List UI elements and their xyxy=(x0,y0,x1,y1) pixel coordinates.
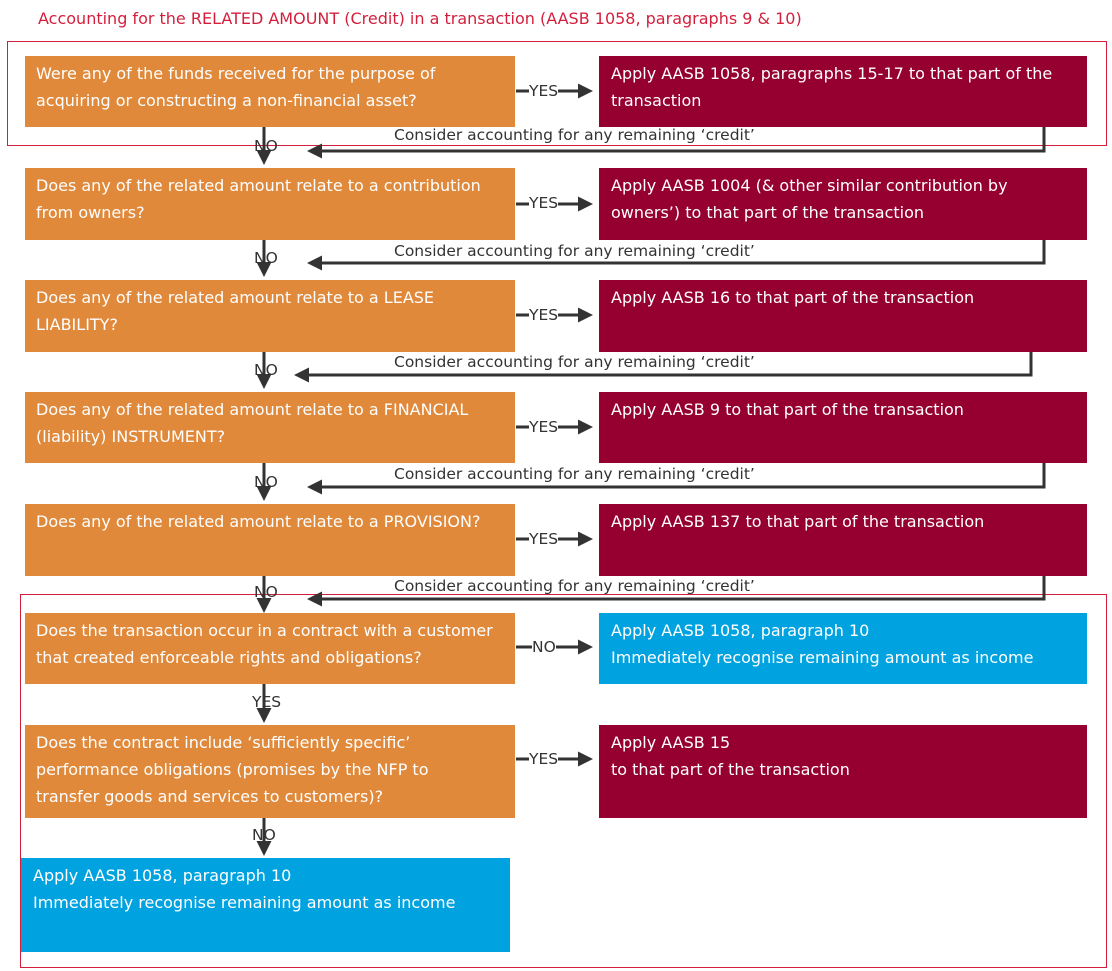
outcome-text: Apply AASB 15 to that part of the transa… xyxy=(611,733,850,779)
final-box-aasb1058-para10: Apply AASB 1058, paragraph 10 Immediatel… xyxy=(21,858,510,952)
question-text: Does any of the related amount relate to… xyxy=(36,512,481,531)
question-text: Does any of the related amount relate to… xyxy=(36,400,469,446)
no-label: NO xyxy=(254,473,278,491)
top-frame xyxy=(7,41,1107,146)
question-text: Does the transaction occur in a contract… xyxy=(36,621,493,667)
outcome-text: Apply AASB 16 to that part of the transa… xyxy=(611,288,975,307)
outcome-box-aasb1058-para10: Apply AASB 1058, paragraph 10 Immediatel… xyxy=(599,613,1087,684)
question-box-performance-obligations: Does the contract include ‘sufficiently … xyxy=(25,725,515,818)
question-box-contribution-owners: Does any of the related amount relate to… xyxy=(25,168,515,240)
outcome-box-aasb1058-15-17: Apply AASB 1058, paragraphs 15-17 to tha… xyxy=(599,56,1087,127)
outcome-box-aasb16: Apply AASB 16 to that part of the transa… xyxy=(599,280,1087,352)
yes-label: YES xyxy=(252,693,282,711)
no-label: NO xyxy=(532,638,556,656)
no-label: NO xyxy=(254,361,278,379)
outcome-box-aasb15: Apply AASB 15 to that part of the transa… xyxy=(599,725,1087,818)
yes-label: YES xyxy=(529,530,559,548)
outcome-text: Apply AASB 1058, paragraph 10 Immediatel… xyxy=(611,621,1034,667)
question-text: Does the contract include ‘sufficiently … xyxy=(36,733,429,806)
no-label: NO xyxy=(254,137,278,155)
outcome-text: Apply AASB 9 to that part of the transac… xyxy=(611,400,964,419)
consider-remaining-credit-label: Consider accounting for any remaining ‘c… xyxy=(394,126,755,144)
no-label: NO xyxy=(254,249,278,267)
question-box-lease-liability: Does any of the related amount relate to… xyxy=(25,280,515,352)
outcome-box-aasb1004: Apply AASB 1004 (& other similar contrib… xyxy=(599,168,1087,240)
no-label: NO xyxy=(254,583,278,601)
question-text: Does any of the related amount relate to… xyxy=(36,288,435,334)
outcome-text: Apply AASB 137 to that part of the trans… xyxy=(611,512,985,531)
diagram-title: Accounting for the RELATED AMOUNT (Credi… xyxy=(38,9,802,28)
question-box-provision: Does any of the related amount relate to… xyxy=(25,504,515,576)
question-box-financial-instrument: Does any of the related amount relate to… xyxy=(25,392,515,463)
outcome-box-aasb9: Apply AASB 9 to that part of the transac… xyxy=(599,392,1087,463)
question-text: Does any of the related amount relate to… xyxy=(36,176,481,222)
question-box-non-financial-asset: Were any of the funds received for the p… xyxy=(25,56,515,127)
yes-label: YES xyxy=(529,306,559,324)
consider-remaining-credit-label: Consider accounting for any remaining ‘c… xyxy=(394,353,755,371)
yes-label: YES xyxy=(529,194,559,212)
yes-label: YES xyxy=(529,82,559,100)
yes-label: YES xyxy=(529,750,559,768)
question-box-contract-customer: Does the transaction occur in a contract… xyxy=(25,613,515,684)
outcome-box-aasb137: Apply AASB 137 to that part of the trans… xyxy=(599,504,1087,576)
consider-remaining-credit-label: Consider accounting for any remaining ‘c… xyxy=(394,465,755,483)
consider-remaining-credit-label: Consider accounting for any remaining ‘c… xyxy=(394,577,755,595)
consider-remaining-credit-label: Consider accounting for any remaining ‘c… xyxy=(394,242,755,260)
no-label: NO xyxy=(252,826,276,844)
final-text: Apply AASB 1058, paragraph 10 Immediatel… xyxy=(33,866,456,912)
outcome-text: Apply AASB 1004 (& other similar contrib… xyxy=(611,176,1008,222)
question-text: Were any of the funds received for the p… xyxy=(36,64,436,110)
outcome-text: Apply AASB 1058, paragraphs 15-17 to tha… xyxy=(611,64,1053,110)
yes-label: YES xyxy=(529,418,559,436)
bottom-frame xyxy=(20,594,1107,968)
